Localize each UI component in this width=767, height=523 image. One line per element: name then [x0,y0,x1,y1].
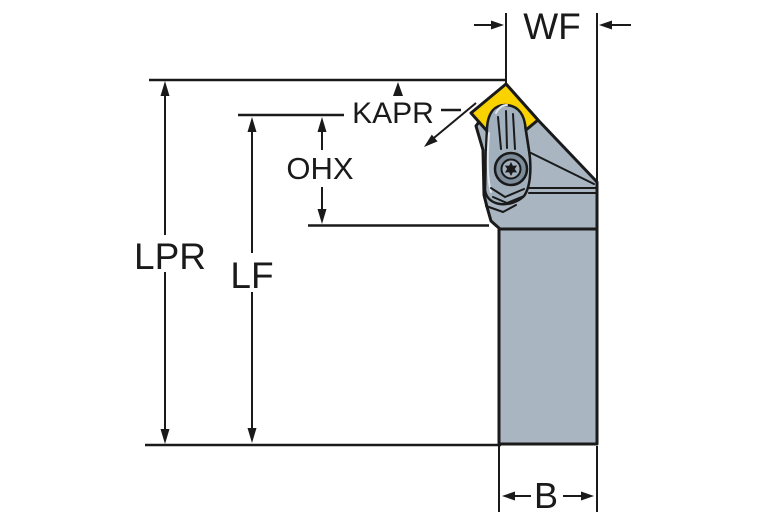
kapr-edge-line [428,102,477,143]
kapr-edge-arrowhead [424,134,438,147]
dimension-wf [474,20,631,30]
lf-bottom-arrowhead [247,428,257,443]
dim-label-kapr: KAPR [352,97,434,130]
dimension-lpr [160,81,170,444]
clamp-right-inner-line [524,126,530,153]
dimension-lf [247,117,257,443]
reference-lines [145,13,598,512]
b-left-arrowhead [502,491,515,501]
wf-left-arrowhead [491,20,504,30]
shank-body [497,227,599,446]
clamp-screw [493,151,529,187]
head-sculpt-line [485,204,517,214]
wf-right-arrowhead [599,20,612,30]
dimension-ohx [317,117,327,224]
tool-shank [497,227,599,446]
clamp-arch-highlight [495,104,508,114]
ohx-bottom-arrowhead [317,209,327,224]
clamp-lower-vee-2 [492,195,525,205]
lf-top-arrowhead [247,117,257,132]
dim-label-b: B [533,475,558,516]
ohx-top-arrowhead [317,117,327,132]
clamp-fan-line-mid [505,110,508,149]
lpr-bottom-arrowhead [160,429,170,444]
clamp-lower-vee-1 [490,187,525,199]
dimension-b [502,491,594,501]
lpr-top-arrowhead [160,81,170,96]
b-right-arrowhead [581,491,594,501]
dim-label-ohx: OHX [286,151,354,186]
torx-socket-icon [504,162,518,176]
dim-label-lpr: LPR [134,236,206,277]
clamp-fan-line-left [497,116,502,150]
kapr-up-arrowhead [393,82,403,96]
dim-label-lf: LF [230,255,274,296]
head-facet-line [530,152,595,185]
dim-label-wf: WF [523,6,581,47]
dimension-kapr [393,82,477,147]
clamp-fan-line-right [512,113,516,150]
